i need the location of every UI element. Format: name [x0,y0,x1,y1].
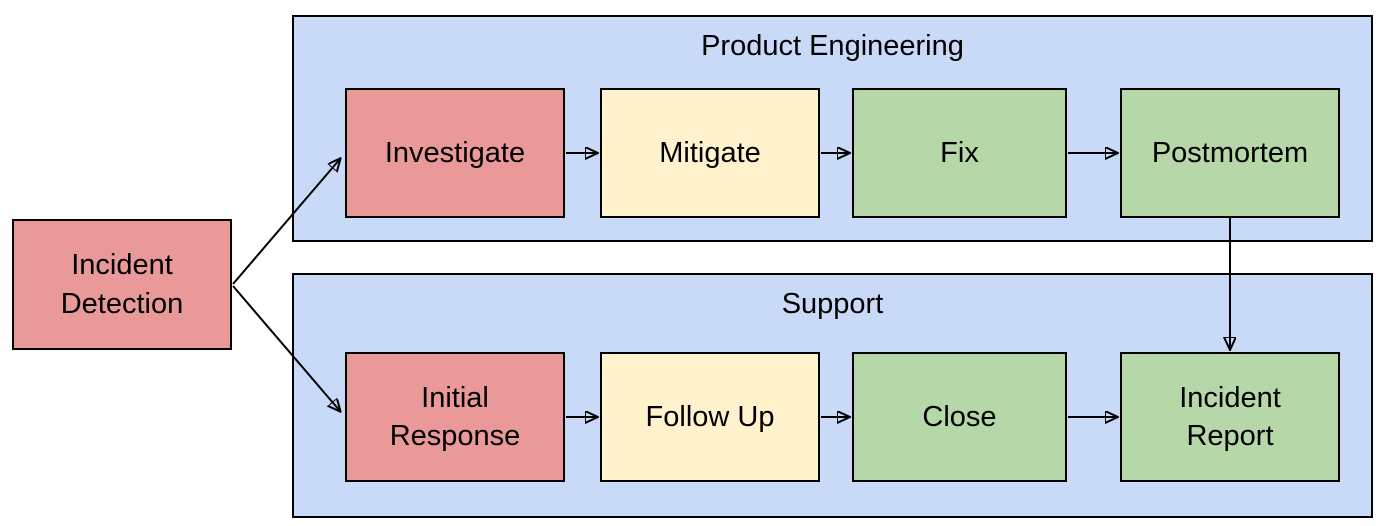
node-incident-report: Incident Report [1120,352,1340,482]
node-postmortem: Postmortem [1120,88,1340,218]
node-initial-response: Initial Response [345,352,565,482]
node-follow-up: Follow Up [600,352,820,482]
node-mitigate: Mitigate [600,88,820,218]
node-investigate: Investigate [345,88,565,218]
node-fix: Fix [852,88,1067,218]
node-close: Close [852,352,1067,482]
lane-support-title: Support [781,288,884,320]
lane-product-engineering-title: Product Engineering [701,30,964,62]
node-incident-detection: Incident Detection [12,219,232,350]
